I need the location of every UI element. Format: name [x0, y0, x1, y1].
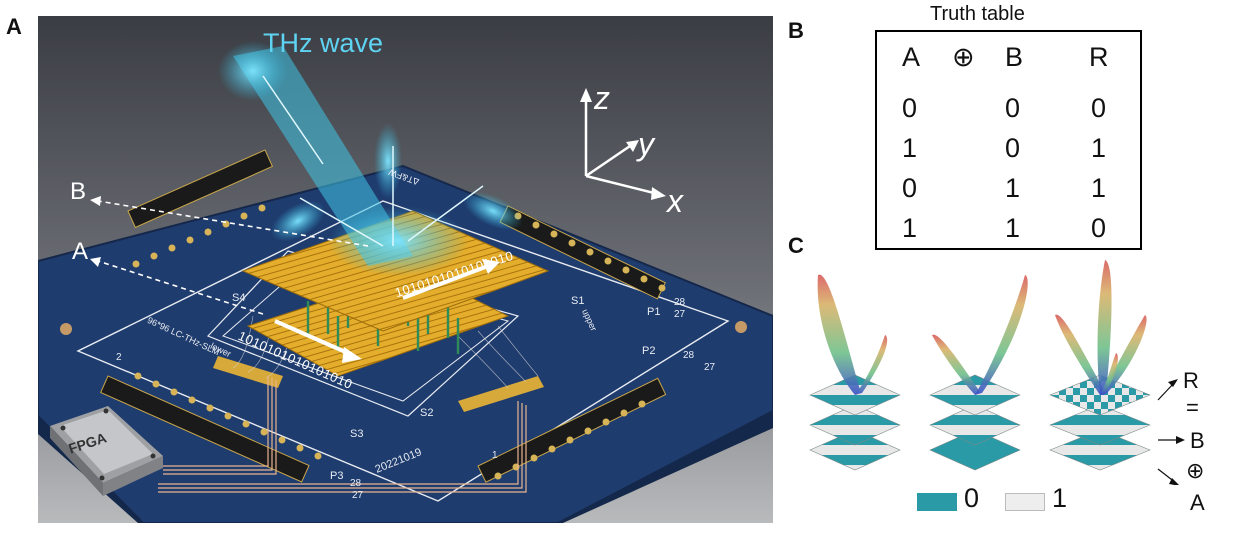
mark-s1: S1	[571, 295, 585, 307]
axis-y-label: y	[638, 126, 654, 162]
mark-s3: S3	[350, 428, 364, 440]
mark-pin-28-top: 28	[674, 297, 686, 308]
panel-label-a: A	[6, 14, 22, 39]
header-a: A	[902, 42, 921, 72]
legend-swatch-0	[917, 493, 957, 511]
mark-pin-28-right: 28	[683, 350, 695, 361]
row-2-b: 0	[1005, 133, 1021, 163]
mark-pin-27-bottom: 27	[352, 490, 364, 501]
row-4-b: 1	[1005, 213, 1021, 243]
mark-pin-1-bottom: 1	[492, 450, 498, 461]
stack-2	[929, 275, 1028, 471]
stack-label-b: B	[1190, 428, 1205, 453]
axis-z-label: z	[594, 80, 610, 116]
input-a-label: A	[72, 238, 89, 265]
device-scene	[38, 16, 773, 523]
legend-label-0: 0	[964, 483, 980, 513]
stack-label-xor: ⊕	[1186, 458, 1205, 483]
stack-3	[1049, 260, 1151, 471]
row-2-r: 1	[1091, 133, 1107, 163]
mark-s4: S4	[232, 292, 246, 304]
beam-label: THz wave	[263, 28, 384, 58]
panel-label-b: B	[788, 18, 804, 43]
truth-table: A ⊕ B R 0 0 0 1 0 1 0 1 1 1 1 0	[875, 30, 1142, 250]
stack-diagram	[809, 260, 1185, 485]
stack-label-r: R	[1183, 368, 1199, 393]
mark-pin-2-left: 2	[116, 352, 122, 363]
mark-p2: P2	[642, 345, 656, 357]
mark-pin-28-bottom: 28	[350, 478, 362, 489]
mark-pin-27-right: 27	[704, 362, 716, 373]
row-1-b: 0	[1005, 93, 1021, 123]
fpga-chip	[50, 406, 163, 496]
mark-p3: P3	[330, 470, 344, 482]
row-3-b: 1	[1005, 173, 1021, 203]
row-3-r: 1	[1091, 173, 1107, 203]
row-1-a: 0	[902, 93, 918, 123]
header-r: R	[1089, 42, 1109, 72]
stack-1	[809, 274, 901, 471]
mark-pin-27-top: 27	[674, 309, 686, 320]
header-xor: ⊕	[952, 42, 975, 72]
input-b-label: B	[70, 178, 87, 205]
row-4-r: 0	[1091, 213, 1107, 243]
axis-x-label: x	[667, 183, 683, 219]
mark-s2: S2	[420, 407, 434, 419]
stack-label-equals: =	[1186, 395, 1199, 420]
row-2-a: 1	[902, 133, 918, 163]
panel-label-c: C	[788, 233, 804, 258]
row-4-a: 1	[902, 213, 918, 243]
row-1-r: 0	[1091, 93, 1107, 123]
header-b: B	[1005, 42, 1024, 72]
stack-label-a: A	[1190, 490, 1205, 515]
mark-p1: P1	[647, 306, 661, 318]
row-3-a: 0	[902, 173, 918, 203]
legend-label-1: 1	[1052, 483, 1068, 513]
legend-swatch-1	[1005, 493, 1045, 511]
truth-table-title: Truth table	[930, 3, 1025, 25]
